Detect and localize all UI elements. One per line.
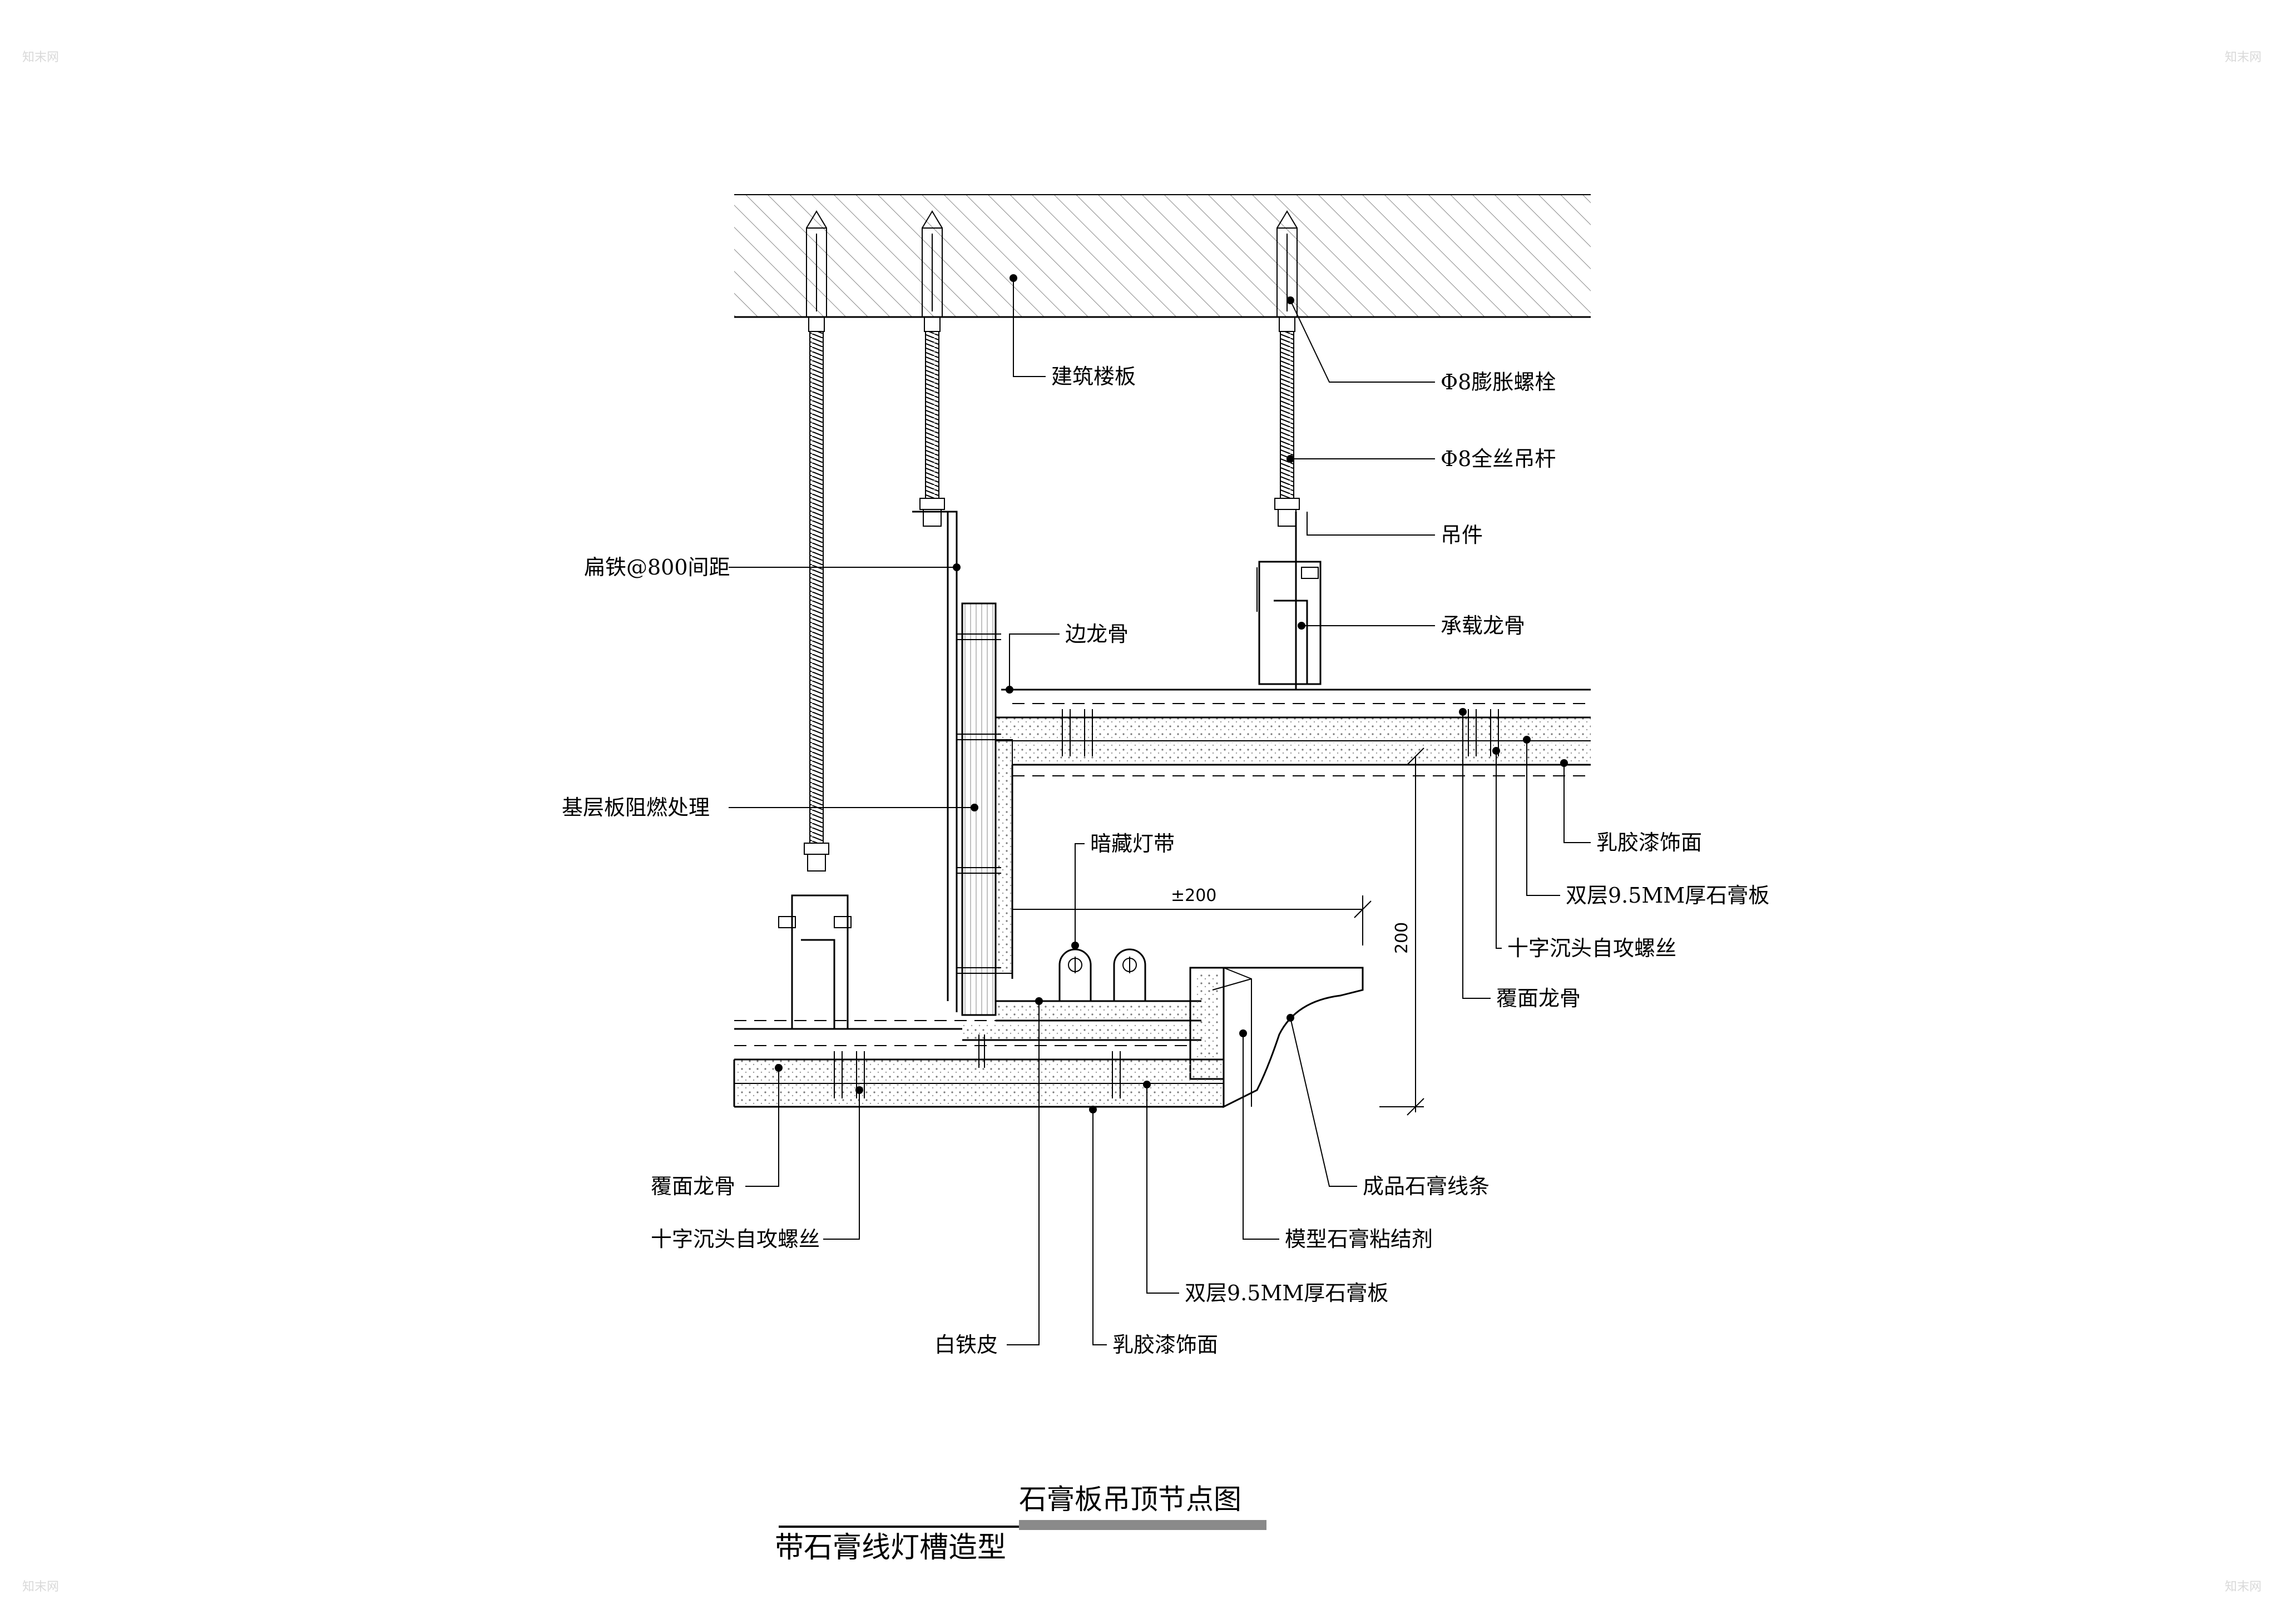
leader-gypsum-board-right: 双层9.5MM厚石膏板 <box>1523 736 1769 908</box>
watermark: 知末网 <box>2225 51 2262 65</box>
flat-iron-strap <box>912 511 958 1012</box>
leader-base-board: 基层板阻燃处理 <box>562 795 978 820</box>
leader-latex-paint-bottom: 乳胶漆饰面 <box>1089 1106 1218 1357</box>
label-expansion-bolt: Φ8膨胀螺栓 <box>1441 370 1556 394</box>
leader-expansion-bolt: Φ8膨胀螺栓 <box>1286 296 1556 394</box>
leader-threaded-rod: Φ8全丝吊杆 <box>1286 447 1556 471</box>
label-gypsum-board-bottom: 双层9.5MM厚石膏板 <box>1185 1281 1388 1305</box>
leader-flat-iron: 扁铁@800间距 <box>584 555 961 580</box>
label-hanger: 吊件 <box>1441 523 1483 547</box>
dimension-horizontal-label: ±200 <box>1171 886 1216 905</box>
dimension-vertical-label: 200 <box>1392 922 1412 954</box>
leader-screw-right: 十字沉头自攻螺丝 <box>1492 747 1676 960</box>
label-gypsum-molding: 成品石膏线条 <box>1363 1174 1490 1199</box>
watermark: 知末网 <box>22 51 59 65</box>
leader-cover-keel-left: 覆面龙骨 <box>651 1064 783 1199</box>
leader-hidden-light: 暗藏灯带 <box>1071 831 1175 949</box>
label-cover-keel-left: 覆面龙骨 <box>651 1174 735 1199</box>
label-flat-iron: 扁铁@800间距 <box>584 555 730 580</box>
label-bearing-keel: 承载龙骨 <box>1441 613 1525 638</box>
watermark: 知末网 <box>2225 1580 2262 1594</box>
leader-gypsum-board-bottom: 双层9.5MM厚石膏板 <box>1143 1081 1388 1305</box>
dimension-horizontal: ±200 <box>1012 886 1372 945</box>
label-base-board: 基层板阻燃处理 <box>562 795 710 820</box>
label-cover-keel-right: 覆面龙骨 <box>1496 986 1581 1011</box>
drawing-title: 石膏板吊顶节点图 <box>1019 1483 1241 1516</box>
leader-screw-left: 十字沉头自攻螺丝 <box>651 1086 863 1251</box>
label-edge-keel: 边龙骨 <box>1065 622 1129 646</box>
label-white-iron: 白铁皮 <box>934 1333 998 1357</box>
label-latex-paint-bottom: 乳胶漆饰面 <box>1112 1333 1218 1357</box>
hanger-rod-left <box>804 210 829 872</box>
label-adhesive: 模型石膏粘结剂 <box>1285 1227 1433 1251</box>
hanger-rod-middle <box>919 210 945 527</box>
label-latex-paint-right: 乳胶漆饰面 <box>1596 830 1702 855</box>
leader-bearing-keel: 承载龙骨 <box>1298 613 1525 638</box>
leader-floor-slab: 建筑楼板 <box>1010 274 1136 389</box>
label-screw-left: 十字沉头自攻螺丝 <box>651 1227 820 1251</box>
title-block: 石膏板吊顶节点图 带石膏线灯槽造型 <box>775 1483 1266 1564</box>
lower-ceiling <box>733 1020 1224 1108</box>
leader-hanger: 吊件 <box>1307 512 1483 547</box>
hidden-light-strip <box>1058 948 1146 1001</box>
watermark-layer: 知末网 知末网 知末网 知末网 <box>22 51 2262 1594</box>
label-screw-right: 十字沉头自攻螺丝 <box>1507 936 1676 960</box>
watermark: 知末网 <box>22 1580 59 1594</box>
label-gypsum-board-right: 双层9.5MM厚石膏板 <box>1566 883 1769 908</box>
label-floor-slab: 建筑楼板 <box>1051 364 1136 389</box>
hanger-rod-right <box>1274 210 1300 527</box>
drawing-subtitle: 带石膏线灯槽造型 <box>775 1531 1006 1564</box>
label-hidden-light: 暗藏灯带 <box>1090 831 1175 856</box>
dimension-vertical: 200 <box>1379 747 1424 1116</box>
bearing-keel-right <box>1256 512 1322 690</box>
bearing-keel-left <box>778 894 852 1030</box>
base-board-vertical <box>957 602 1013 1016</box>
leader-edge-keel: 边龙骨 <box>1006 622 1129 694</box>
leader-adhesive: 模型石膏粘结剂 <box>1239 1029 1433 1251</box>
upper-ceiling <box>996 689 1591 776</box>
leader-gypsum-molding: 成品石膏线条 <box>1286 1014 1490 1199</box>
floor-slab <box>734 194 1591 318</box>
leader-white-iron: 白铁皮 <box>934 997 1043 1357</box>
label-threaded-rod: Φ8全丝吊杆 <box>1441 447 1556 471</box>
gypsum-molding <box>1212 967 1364 1108</box>
leader-latex-paint-right: 乳胶漆饰面 <box>1560 759 1702 855</box>
leader-cover-keel-right: 覆面龙骨 <box>1459 708 1581 1011</box>
